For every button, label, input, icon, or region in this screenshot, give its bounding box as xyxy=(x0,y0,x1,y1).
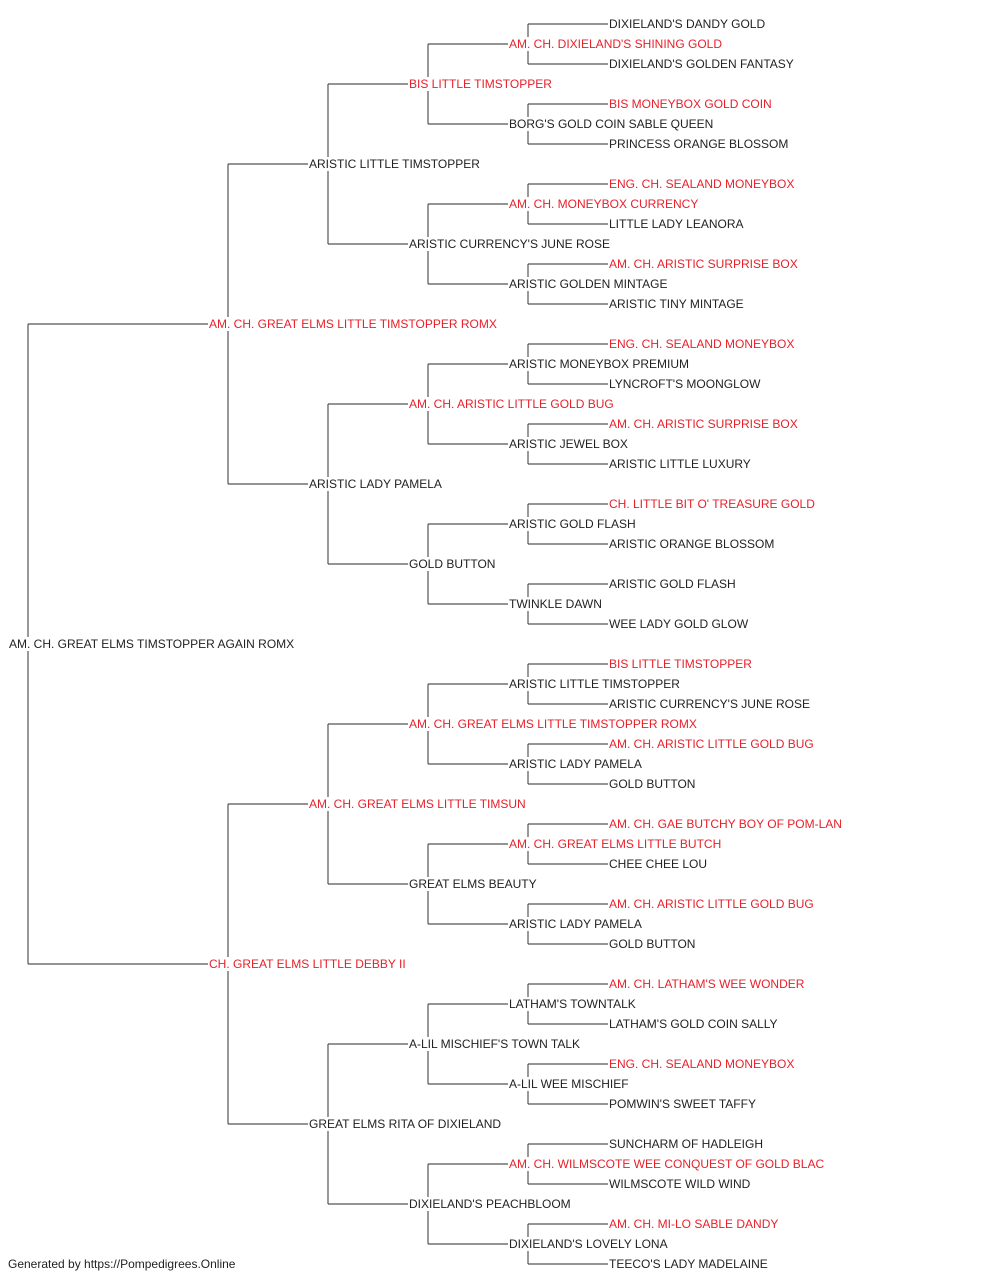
pedigree-node-gen5: LYNCROFT'S MOONGLOW xyxy=(608,377,762,391)
pedigree-node-gen4: A-LIL WEE MISCHIEF xyxy=(508,1077,630,1091)
pedigree-node-gen2: ARISTIC LITTLE TIMSTOPPER xyxy=(308,157,481,171)
pedigree-node-gen4: DIXIELAND'S LOVELY LONA xyxy=(508,1237,669,1251)
pedigree-node-gen4: ARISTIC LITTLE TIMSTOPPER xyxy=(508,677,681,691)
pedigree-node-gen5: LITTLE LADY LEANORA xyxy=(608,217,745,231)
pedigree-node-gen4: ARISTIC GOLD FLASH xyxy=(508,517,637,531)
pedigree-node-gen3: GOLD BUTTON xyxy=(408,557,497,571)
pedigree-node-gen3: A-LIL MISCHIEF'S TOWN TALK xyxy=(408,1037,581,1051)
pedigree-node-gen5: BIS MONEYBOX GOLD COIN xyxy=(608,97,773,111)
pedigree-node-gen5: ARISTIC GOLD FLASH xyxy=(608,577,737,591)
pedigree-node-gen4: LATHAM'S TOWNTALK xyxy=(508,997,637,1011)
pedigree-node-gen2: AM. CH. GREAT ELMS LITTLE TIMSUN xyxy=(308,797,527,811)
pedigree-node-gen5: AM. CH. GAE BUTCHY BOY OF POM-LAN xyxy=(608,817,843,831)
pedigree-node-gen5: AM. CH. ARISTIC LITTLE GOLD BUG xyxy=(608,897,815,911)
pedigree-node-gen1: CH. GREAT ELMS LITTLE DEBBY II xyxy=(208,957,407,971)
pedigree-node-gen1: AM. CH. GREAT ELMS LITTLE TIMSTOPPER ROM… xyxy=(208,317,498,331)
pedigree-node-gen4: ARISTIC LADY PAMELA xyxy=(508,757,643,771)
pedigree-node-gen5: CH. LITTLE BIT O' TREASURE GOLD xyxy=(608,497,816,511)
pedigree-node-gen3: DIXIELAND'S PEACHBLOOM xyxy=(408,1197,572,1211)
pedigree-node-gen3: AM. CH. GREAT ELMS LITTLE TIMSTOPPER ROM… xyxy=(408,717,698,731)
pedigree-node-gen5: POMWIN'S SWEET TAFFY xyxy=(608,1097,757,1111)
pedigree-node-gen3: AM. CH. ARISTIC LITTLE GOLD BUG xyxy=(408,397,615,411)
pedigree-node-gen5: TEECO'S LADY MADELAINE xyxy=(608,1257,769,1271)
pedigree-node-gen5: AM. CH. ARISTIC SURPRISE BOX xyxy=(608,257,799,271)
pedigree-node-gen3: BIS LITTLE TIMSTOPPER xyxy=(408,77,553,91)
pedigree-node-gen5: CHEE CHEE LOU xyxy=(608,857,709,871)
pedigree-node-gen4: ARISTIC GOLDEN MINTAGE xyxy=(508,277,669,291)
pedigree-node-gen4: AM. CH. DIXIELAND'S SHINING GOLD xyxy=(508,37,723,51)
pedigree-node-gen2: GREAT ELMS RITA OF DIXIELAND xyxy=(308,1117,503,1131)
pedigree-node-gen5: SUNCHARM OF HADLEIGH xyxy=(608,1137,765,1151)
pedigree-node-gen4: TWINKLE DAWN xyxy=(508,597,603,611)
generated-by-footer: Generated by https://Pompedigrees.Online xyxy=(8,1257,236,1271)
pedigree-node-gen5: GOLD BUTTON xyxy=(608,937,697,951)
pedigree-node-gen4: ARISTIC LADY PAMELA xyxy=(508,917,643,931)
pedigree-node-gen5: DIXIELAND'S DANDY GOLD xyxy=(608,17,767,31)
pedigree-node-gen4: ARISTIC MONEYBOX PREMIUM xyxy=(508,357,691,371)
pedigree-node-gen4: AM. CH. WILMSCOTE WEE CONQUEST OF GOLD B… xyxy=(508,1157,826,1171)
pedigree-node-gen5: LATHAM'S GOLD COIN SALLY xyxy=(608,1017,779,1031)
pedigree-node-gen3: GREAT ELMS BEAUTY xyxy=(408,877,538,891)
pedigree-node-gen5: GOLD BUTTON xyxy=(608,777,697,791)
pedigree-node-gen5: PRINCESS ORANGE BLOSSOM xyxy=(608,137,790,151)
pedigree-node-gen5: BIS LITTLE TIMSTOPPER xyxy=(608,657,753,671)
pedigree-node-gen5: ENG. CH. SEALAND MONEYBOX xyxy=(608,337,796,351)
pedigree-node-gen3: ARISTIC CURRENCY'S JUNE ROSE xyxy=(408,237,611,251)
pedigree-node-gen5: ARISTIC ORANGE BLOSSOM xyxy=(608,537,776,551)
pedigree-node-gen4: AM. CH. GREAT ELMS LITTLE BUTCH xyxy=(508,837,723,851)
pedigree-node-gen5: AM. CH. MI-LO SABLE DANDY xyxy=(608,1217,780,1231)
pedigree-node-gen0: AM. CH. GREAT ELMS TIMSTOPPER AGAIN ROMX xyxy=(8,637,296,651)
pedigree-node-gen5: AM. CH. ARISTIC LITTLE GOLD BUG xyxy=(608,737,815,751)
pedigree-node-gen5: AM. CH. ARISTIC SURPRISE BOX xyxy=(608,417,799,431)
pedigree-node-gen5: ARISTIC TINY MINTAGE xyxy=(608,297,745,311)
pedigree-node-gen5: ENG. CH. SEALAND MONEYBOX xyxy=(608,177,796,191)
pedigree-node-gen4: ARISTIC JEWEL BOX xyxy=(508,437,629,451)
pedigree-node-gen5: ARISTIC CURRENCY'S JUNE ROSE xyxy=(608,697,811,711)
pedigree-node-gen5: ENG. CH. SEALAND MONEYBOX xyxy=(608,1057,796,1071)
pedigree-node-gen4: BORG'S GOLD COIN SABLE QUEEN xyxy=(508,117,715,131)
pedigree-node-gen2: ARISTIC LADY PAMELA xyxy=(308,477,443,491)
pedigree-node-gen5: DIXIELAND'S GOLDEN FANTASY xyxy=(608,57,795,71)
pedigree-node-gen5: AM. CH. LATHAM'S WEE WONDER xyxy=(608,977,806,991)
pedigree-node-gen5: WILMSCOTE WILD WIND xyxy=(608,1177,752,1191)
pedigree-node-gen4: AM. CH. MONEYBOX CURRENCY xyxy=(508,197,700,211)
pedigree-node-gen5: ARISTIC LITTLE LUXURY xyxy=(608,457,752,471)
pedigree-node-gen5: WEE LADY GOLD GLOW xyxy=(608,617,750,631)
